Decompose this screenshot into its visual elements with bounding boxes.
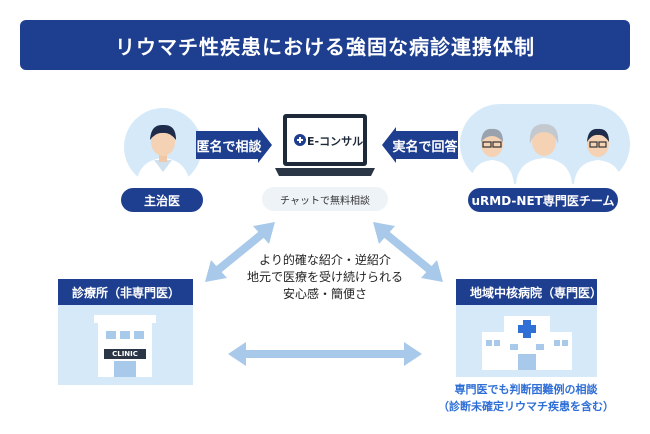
doctor-label: 主治医 <box>121 188 203 212</box>
doctor-avatar <box>124 108 202 186</box>
arrow-hospital-laptop <box>373 222 443 282</box>
benefit-line-2: 地元で医療を受け続けられる <box>246 270 403 284</box>
chat-caption: チャットで無料相談 <box>262 187 388 211</box>
benefit-line-3: 安心感・簡便さ <box>282 287 367 301</box>
benefit-line-1: より的確な紹介・逆紹介 <box>259 253 391 267</box>
hospital-note-line-1: 専門医でも判断困難例の相談 <box>454 383 598 396</box>
hospital-building-icon <box>482 316 572 370</box>
hospital-note-line-2: （診断未確定リウマチ疾患を含む） <box>438 400 614 413</box>
arrow-clinic-laptop <box>205 222 275 282</box>
benefit-text: より的確な紹介・逆紹介 地元で医療を受け続けられる 安心感・簡便さ <box>225 252 425 303</box>
hospital-header: 地域中核病院（専門医） <box>456 279 602 305</box>
team-label: uRMD-NET専門医チーム <box>468 188 618 212</box>
hospital-note: 専門医でも判断困難例の相談 （診断未確定リウマチ疾患を含む） <box>416 381 636 415</box>
arrow-clinic-hospital <box>228 342 422 366</box>
clinic-building-icon <box>94 315 156 377</box>
laptop-icon <box>275 114 375 176</box>
doctor-icon <box>136 124 190 186</box>
laptop-logo-text: E-コンサル <box>307 135 364 148</box>
clinic-header: 診療所（非専門医） <box>58 279 193 305</box>
page-title: リウマチ性疾患における強固な病診連携体制 <box>115 34 535 59</box>
arrow-label-anonymous: 匿名で相談 <box>196 139 262 155</box>
title-bar: リウマチ性疾患における強固な病診連携体制 <box>20 20 630 70</box>
arrow-label-real-name: 実名で回答 <box>392 139 458 155</box>
arrow-anonymous-consult <box>196 127 272 163</box>
specialist-team-icon <box>470 124 622 184</box>
arrow-real-name-answer <box>382 127 458 163</box>
clinic-sign: CLINIC <box>112 350 138 358</box>
